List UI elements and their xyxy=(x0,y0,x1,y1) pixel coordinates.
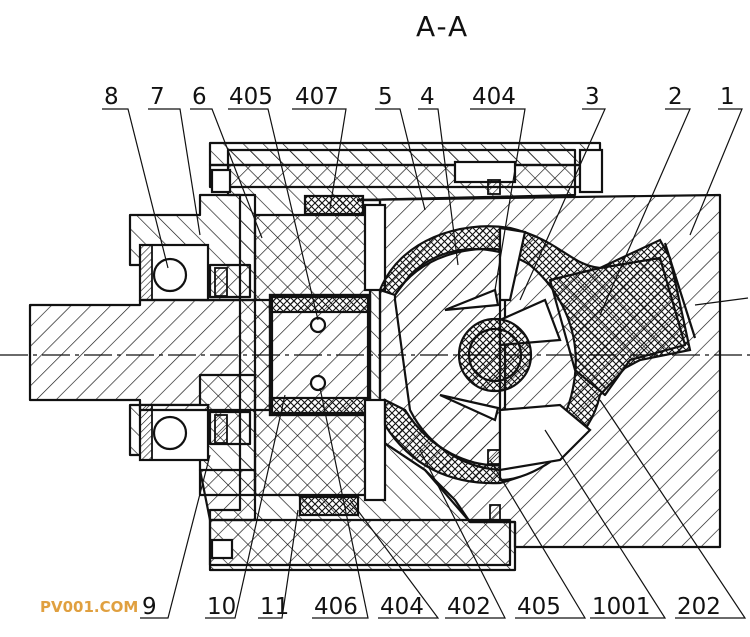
leader-lines-bottom xyxy=(140,387,747,619)
small-seals xyxy=(487,179,501,522)
label-405-top: 405 xyxy=(229,84,273,110)
label-405-bottom: 405 xyxy=(517,594,561,620)
label-10: 10 xyxy=(207,594,236,620)
label-3: 3 xyxy=(585,84,600,110)
bottom-cover xyxy=(208,518,512,567)
label-404-top: 404 xyxy=(472,84,516,110)
label-404-bottom: 404 xyxy=(380,594,424,620)
outlet-pipe xyxy=(663,242,749,339)
label-1001: 1001 xyxy=(592,594,651,620)
label-11: 11 xyxy=(260,594,289,620)
shaft-seals xyxy=(208,263,252,446)
label-9: 9 xyxy=(142,594,157,620)
label-407: 407 xyxy=(295,84,339,110)
label-4: 4 xyxy=(420,84,435,110)
label-6: 6 xyxy=(192,84,207,110)
label-202: 202 xyxy=(677,594,721,620)
top-cover xyxy=(208,141,604,194)
label-1: 1 xyxy=(720,84,735,110)
sleeves xyxy=(268,194,387,517)
upper-bearing xyxy=(138,243,210,302)
lower-bearing xyxy=(138,403,210,462)
label-8: 8 xyxy=(104,84,119,110)
wedge-vanes xyxy=(439,288,500,422)
label-406: 406 xyxy=(314,594,358,620)
watermark: PV001.COM xyxy=(40,598,138,616)
section-title: A-A xyxy=(416,10,469,43)
leader-lines-top xyxy=(102,108,743,321)
label-7: 7 xyxy=(150,84,165,110)
label-2: 2 xyxy=(668,84,683,110)
label-5: 5 xyxy=(378,84,393,110)
label-402: 402 xyxy=(447,594,491,620)
check-balls xyxy=(309,316,327,392)
